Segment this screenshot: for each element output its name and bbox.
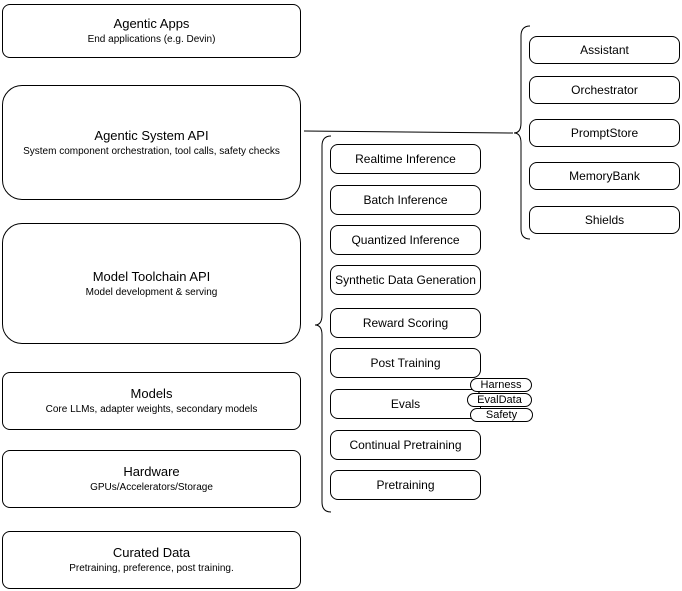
node-model-toolchain-api: Model Toolchain API Model development & …	[2, 223, 301, 344]
node-curated-data: Curated Data Pretraining, preference, po…	[2, 531, 301, 589]
node-agentic-apps: Agentic Apps End applications (e.g. Devi…	[2, 4, 301, 58]
node-subtitle: System component orchestration, tool cal…	[23, 145, 280, 157]
toolchain-item-continual-pretraining: Continual Pretraining	[330, 430, 481, 460]
node-subtitle: Model development & serving	[85, 286, 218, 298]
eval-tag-safety: Safety	[470, 408, 533, 422]
brace-toolchain	[314, 135, 332, 513]
node-subtitle: Core LLMs, adapter weights, secondary mo…	[45, 404, 258, 415]
eval-tag-harness: Harness	[470, 378, 532, 392]
component-item-orchestrator: Orchestrator	[529, 76, 680, 104]
toolchain-item-pretraining: Pretraining	[330, 470, 481, 500]
toolchain-item-realtime-inference: Realtime Inference	[330, 144, 481, 174]
node-subtitle: End applications (e.g. Devin)	[87, 34, 216, 45]
node-models: Models Core LLMs, adapter weights, secon…	[2, 372, 301, 430]
brace-system-components	[513, 25, 531, 240]
node-title: Hardware	[123, 464, 180, 479]
component-item-shields: Shields	[529, 206, 680, 234]
node-title: Curated Data	[112, 545, 191, 560]
component-item-memorybank: MemoryBank	[529, 162, 680, 190]
node-subtitle: GPUs/Accelerators/Storage	[90, 482, 213, 493]
toolchain-item-evals: Evals	[330, 389, 481, 419]
node-title: Agentic System API	[94, 127, 209, 143]
toolchain-item-batch-inference: Batch Inference	[330, 185, 481, 215]
toolchain-item-quantized-inference: Quantized Inference	[330, 225, 481, 255]
node-hardware: Hardware GPUs/Accelerators/Storage	[2, 450, 301, 508]
node-title: Agentic Apps	[113, 16, 190, 31]
component-item-assistant: Assistant	[529, 36, 680, 64]
node-title: Model Toolchain API	[92, 268, 211, 284]
toolchain-item-post-training: Post Training	[330, 348, 481, 378]
toolchain-item-reward-scoring: Reward Scoring	[330, 308, 481, 338]
node-title: Models	[130, 386, 173, 401]
component-item-promptstore: PromptStore	[529, 119, 680, 147]
toolchain-item-synthetic-data-generation: Synthetic Data Generation	[330, 265, 481, 295]
node-agentic-system-api: Agentic System API System component orch…	[2, 85, 301, 200]
connector-system-api-to-components	[303, 130, 514, 134]
eval-tag-evaldata: EvalData	[467, 393, 532, 407]
node-subtitle: Pretraining, preference, post training.	[69, 563, 234, 574]
